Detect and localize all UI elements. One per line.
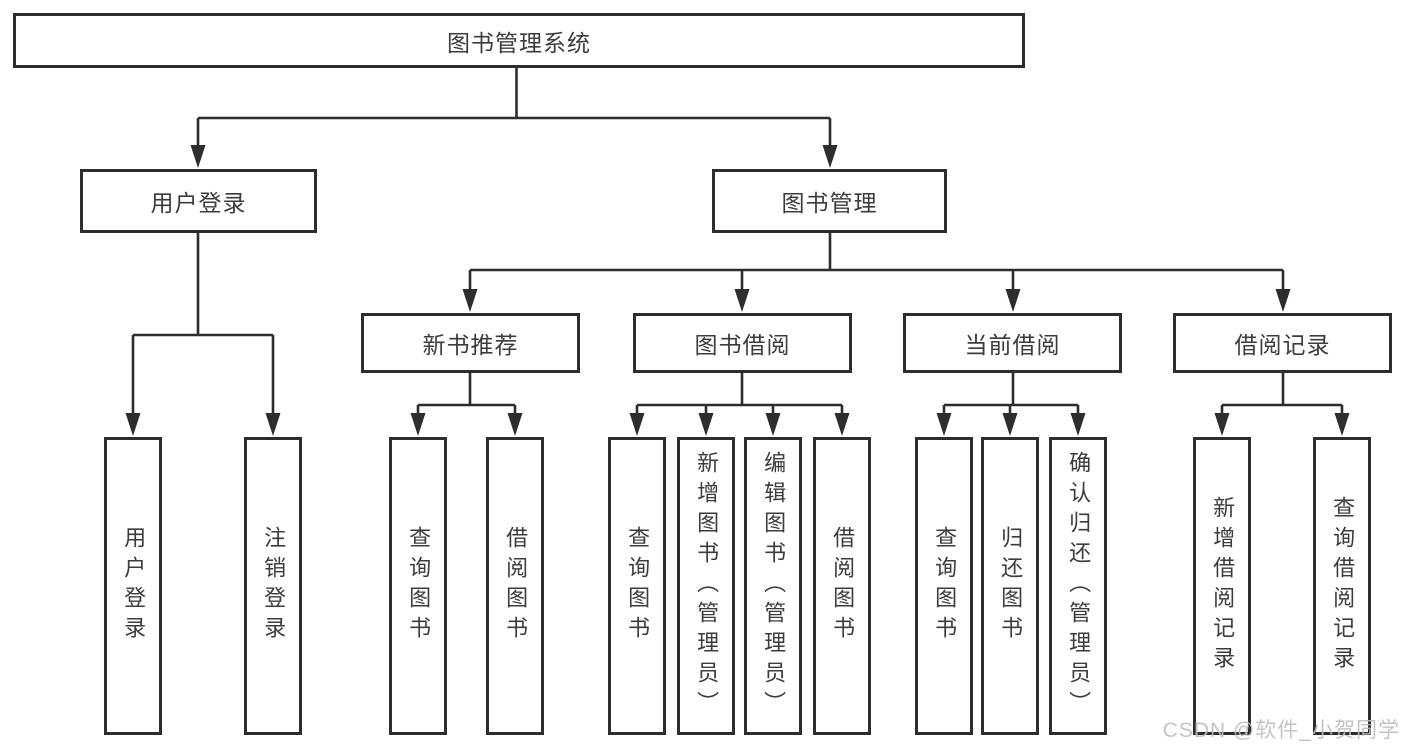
leaf-edit-books-admin: 编辑图书（管理员） [744, 437, 802, 735]
leaf-confirm-return-admin: 确认归还（管理员） [1049, 437, 1107, 735]
arrow-down-icon [765, 413, 781, 436]
arrow-down-icon [698, 413, 714, 436]
arrow-down-icon [1070, 413, 1086, 436]
leaf-add-books-admin: 新增图书（管理员） [677, 437, 735, 735]
leaf-borrow-books-recommend: 借阅图书 [486, 437, 544, 735]
node-book-management: 图书管理 [712, 169, 947, 233]
connector-book-management-to-level3 [468, 233, 1285, 293]
leaf-query-books-recommend: 查询图书 [389, 437, 447, 735]
leaf-query-borrow-record: 查询借阅记录 [1313, 437, 1371, 735]
leaf-add-borrow-record: 新增借阅记录 [1193, 437, 1251, 735]
connector-root-to-level2 [196, 68, 832, 148]
arrow-down-icon [834, 413, 850, 436]
arrow-down-icon [125, 413, 141, 436]
node-borrowing-records: 借阅记录 [1173, 313, 1392, 373]
arrow-down-icon [507, 413, 523, 436]
leaf-query-books-borrowing: 查询图书 [608, 437, 666, 735]
connector-book-borrow-children [635, 373, 844, 416]
csdn-watermark: CSDN @软件_小贺同学 [1162, 719, 1400, 742]
arrow-down-icon [822, 145, 838, 168]
arrow-down-icon [1005, 289, 1021, 312]
arrow-down-icon [265, 413, 281, 436]
arrow-down-icon [734, 289, 750, 312]
connector-borrow-records-children [1220, 373, 1344, 416]
arrow-down-icon [1334, 413, 1350, 436]
leaf-query-books-current: 查询图书 [915, 437, 973, 735]
connector-user-login-children [131, 233, 275, 416]
node-new-book-recommend: 新书推荐 [361, 313, 580, 373]
arrow-down-icon [936, 413, 952, 436]
arrow-down-icon [1275, 289, 1291, 312]
arrow-down-icon [410, 413, 426, 436]
leaf-user-login: 用户登录 [104, 437, 162, 735]
node-library-management-system: 图书管理系统 [13, 13, 1025, 68]
arrow-down-icon [190, 145, 206, 168]
arrow-down-icon [462, 289, 478, 312]
connector-current-borrow-children [942, 373, 1080, 416]
node-current-borrowing: 当前借阅 [903, 313, 1122, 373]
arrow-down-icon [1002, 413, 1018, 436]
arrow-down-icon [629, 413, 645, 436]
leaf-return-books: 归还图书 [981, 437, 1039, 735]
leaf-logout: 注销登录 [244, 437, 302, 735]
node-user-login: 用户登录 [80, 169, 317, 233]
arrow-down-icon [1214, 413, 1230, 436]
leaf-borrow-books-borrowing: 借阅图书 [813, 437, 871, 735]
node-book-borrowing: 图书借阅 [633, 313, 852, 373]
connector-new-book-children [416, 373, 517, 416]
